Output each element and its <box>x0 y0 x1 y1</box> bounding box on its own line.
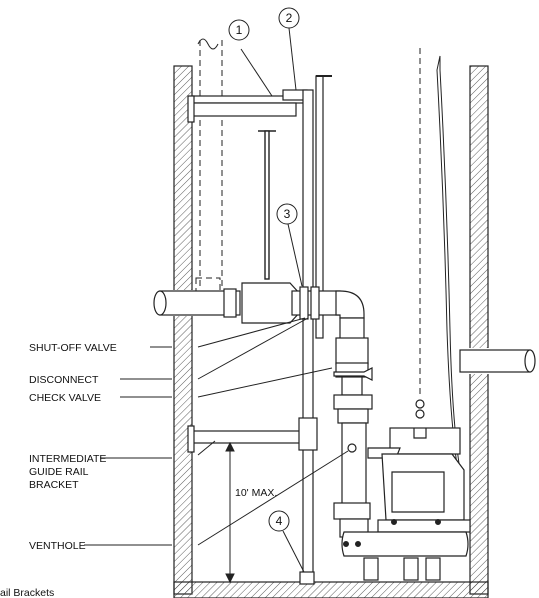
callout-4: 4 <box>268 510 290 532</box>
label-intermediate: INTERMEDIATE <box>29 453 106 465</box>
label-disconnect: DISCONNECT <box>29 374 99 386</box>
callout-2-number: 2 <box>286 11 293 25</box>
vent-riser-dashed <box>195 40 223 293</box>
callout-1-number: 1 <box>236 23 243 37</box>
callout-2: 2 <box>278 7 300 29</box>
upper-guide-rail-bracket <box>187 89 308 123</box>
label-shut-off-valve: SHUT-OFF VALVE <box>29 342 117 354</box>
callout-1: 1 <box>228 19 250 41</box>
label-guide-rail: GUIDE RAIL <box>29 466 89 478</box>
discharge-column <box>333 317 373 538</box>
max-distance-dimension <box>225 441 235 584</box>
check-valve <box>333 394 373 410</box>
lifting-hook <box>413 399 427 439</box>
caption-fragment: ail Brackets <box>0 587 54 598</box>
label-bracket: BRACKET <box>29 479 79 491</box>
label-venthole: VENTHOLE <box>29 540 86 552</box>
left-wall <box>173 65 193 595</box>
leader-lines <box>84 27 349 575</box>
venthole-circle <box>347 443 357 453</box>
discharge-pipe <box>153 282 365 324</box>
callout-3: 3 <box>276 203 298 225</box>
inlet-pipe <box>459 349 536 373</box>
shut-off-valve-handle <box>258 130 276 280</box>
label-max-distance: 10' MAX. <box>235 487 277 499</box>
rail-base <box>299 571 315 585</box>
guide-rail-main <box>302 89 314 575</box>
callout-4-number: 4 <box>276 514 283 528</box>
power-cable <box>436 55 461 474</box>
guide-rails <box>302 75 332 575</box>
intermediate-guide-rail-bracket <box>187 417 318 453</box>
callout-3-number: 3 <box>284 207 291 221</box>
submersible-pump <box>341 427 471 581</box>
break-symbol-top <box>197 38 219 50</box>
label-check-valve: CHECK VALVE <box>29 392 101 404</box>
right-wall <box>469 65 489 595</box>
floor-slab <box>173 581 489 598</box>
